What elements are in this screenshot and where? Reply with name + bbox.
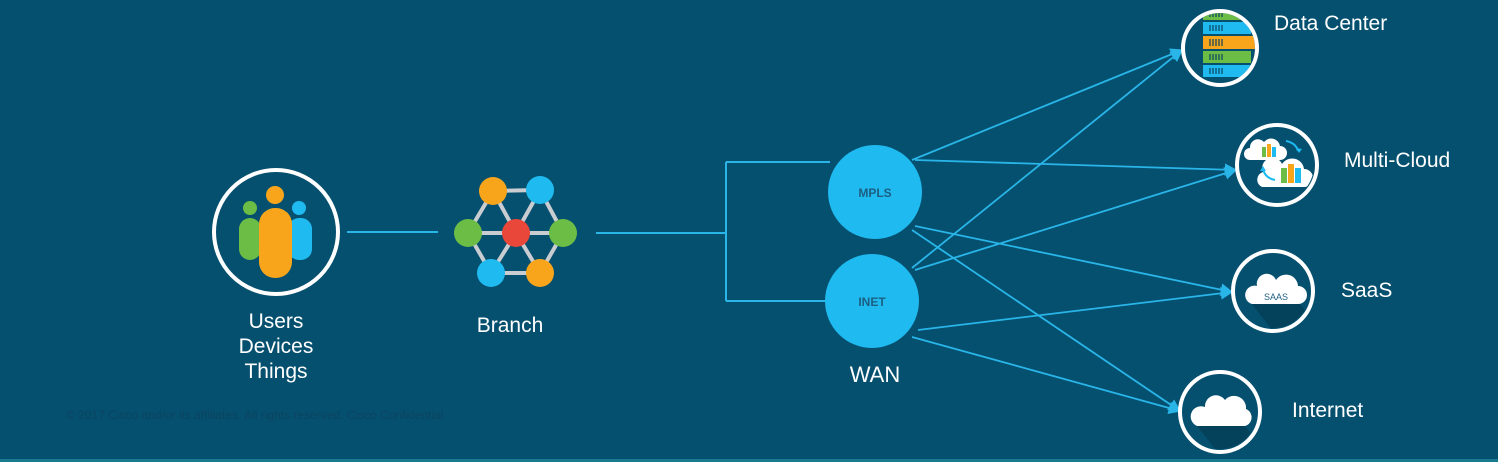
- bottom-divider: [0, 459, 1498, 462]
- wan-node-inet[interactable]: INET: [825, 254, 919, 348]
- datacenter-label: Data Center: [1274, 12, 1388, 35]
- label-users: Users: [248, 310, 304, 333]
- wan-node-mpls-label: MPLS: [858, 186, 891, 200]
- wan-node-mpls[interactable]: MPLS: [828, 145, 922, 239]
- cloud-icon: [1178, 370, 1262, 454]
- edge-branch-wan-bracket: [596, 161, 830, 302]
- copyright-footer: © 2017 Cisco and/or its affiliates. All …: [66, 408, 444, 422]
- users-group-icon: [212, 168, 340, 296]
- multi-cloud-icon: [1235, 123, 1319, 207]
- branch-mesh-icon: [454, 176, 577, 287]
- label-devices: Devices: [238, 335, 314, 358]
- edge-inet-datacenter: [911, 49, 1183, 269]
- wan-label: WAN: [849, 362, 901, 387]
- users-devices-things-label: Users Devices Things: [206, 309, 346, 384]
- saas-badge: SAAS: [1264, 292, 1288, 302]
- branch-label: Branch: [476, 314, 544, 337]
- edge-inet-saas: [917, 287, 1234, 331]
- server-rack-icon: [1181, 9, 1259, 87]
- edge-mpls-internet: [911, 229, 1182, 412]
- internet-label: Internet: [1292, 399, 1364, 422]
- label-things: Things: [244, 360, 308, 383]
- edge-mpls-datacenter: [911, 48, 1184, 161]
- edge-inet-internet: [911, 336, 1182, 415]
- saas-label: SaaS: [1341, 279, 1393, 302]
- edge-mpls-multicloud: [914, 159, 1238, 176]
- multicloud-label: Multi-Cloud: [1344, 149, 1451, 172]
- edge-mpls-saas: [914, 225, 1234, 296]
- saas-cloud-icon: SAAS: [1231, 249, 1315, 333]
- edge-inet-multicloud: [914, 167, 1238, 271]
- wan-node-inet-label: INET: [858, 295, 886, 309]
